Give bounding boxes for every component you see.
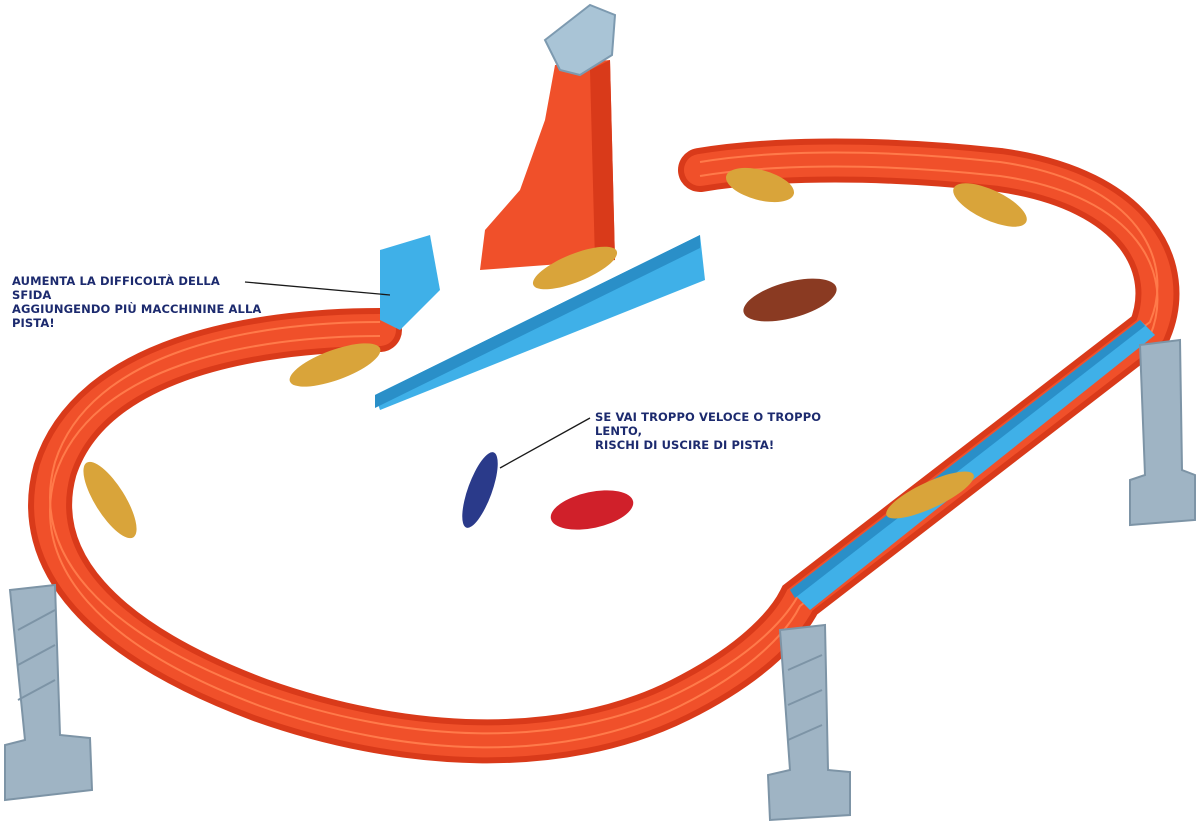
callout-line: PISTA! [12, 316, 55, 330]
callout-line: AUMENTA LA DIFFICOLTÀ DELLA SFIDA [12, 274, 220, 302]
car-gold-top [725, 167, 795, 203]
blue-straight-ramp [790, 320, 1155, 610]
oval-track [28, 138, 1180, 764]
callout-line: RISCHI DI USCIRE DI PISTA! [595, 438, 775, 452]
callout-speed-warning: SE VAI TROPPO VELOCE O TROPPO LENTO, RIS… [595, 410, 855, 452]
callout-1-leader [244, 281, 391, 296]
callout-more-cars: AUMENTA LA DIFFICOLTÀ DELLA SFIDA AGGIUN… [12, 274, 262, 330]
car-gold-right [886, 471, 974, 519]
callout-2-leader [499, 417, 591, 469]
blue-launcher [375, 235, 705, 410]
callout-line: SE VAI TROPPO VELOCE O TROPPO LENTO, [595, 410, 822, 438]
car-brown-classic [743, 278, 837, 322]
car-gold-left [289, 343, 381, 387]
car-gold-launcher [532, 246, 618, 290]
car-gold-top-right [953, 183, 1027, 227]
right-support-pillar [1129, 338, 1196, 527]
car-gold-far-left [83, 461, 137, 539]
middle-support-pillar [766, 623, 851, 822]
car-red-sports [550, 490, 634, 530]
left-support-pillar [4, 583, 94, 802]
launch-tower [480, 3, 617, 270]
callout-line: AGGIUNGENDO PIÙ MACCHININE ALLA [12, 302, 262, 316]
car-blue-formula [462, 452, 498, 528]
